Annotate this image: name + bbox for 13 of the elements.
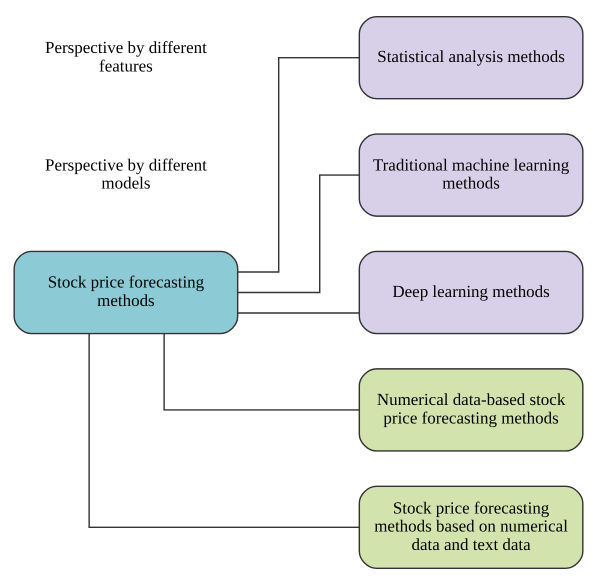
label: Perspective by different features [45, 38, 207, 76]
node-box: Traditional machine learning methods [358, 133, 584, 217]
connector [238, 56, 360, 273]
node-box: Numerical data-based stock price forecasting methods [358, 368, 584, 452]
connector [88, 334, 360, 528]
node-box: Stock price forecasting methods based on numerical data and text data [358, 486, 584, 570]
node-box: Stock price forecasting methods [13, 250, 238, 334]
label: Perspective by different models [45, 155, 207, 193]
node-box: Statistical analysis methods [358, 16, 584, 100]
node-box: Deep learning methods [358, 250, 584, 334]
connector [163, 334, 359, 411]
connector [238, 312, 359, 314]
connector [238, 174, 360, 294]
